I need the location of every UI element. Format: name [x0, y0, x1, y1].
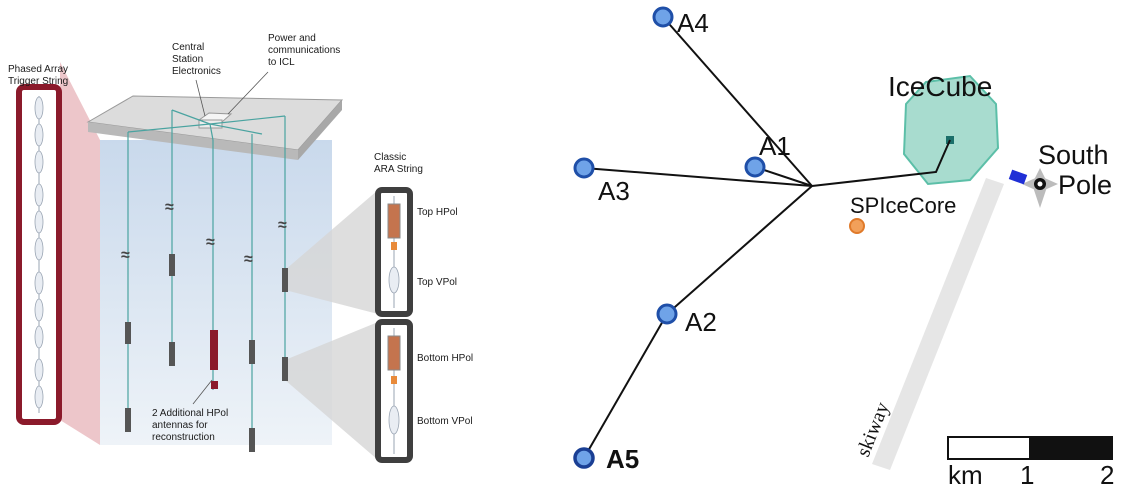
antenna	[249, 428, 255, 452]
additional-hpol-label: 2 Additional HPol antennas for reconstru…	[152, 408, 231, 443]
antenna	[249, 340, 255, 364]
station-a4[interactable]	[652, 6, 674, 28]
surface-slab-edge	[88, 122, 298, 160]
antenna	[169, 254, 175, 276]
surface-slab-side	[298, 100, 342, 160]
top-hpol-antenna	[387, 203, 401, 239]
antenna	[125, 322, 131, 344]
string-cables	[127, 110, 286, 452]
bottom-vpol-antenna	[388, 405, 400, 435]
station-a5[interactable]	[573, 447, 595, 469]
ice-volume	[100, 140, 332, 445]
south-pole-label: South Pole	[1038, 140, 1116, 200]
top-hpol-label: Top HPol	[417, 207, 458, 218]
antenna	[125, 408, 131, 432]
phased-array-string	[16, 84, 62, 425]
bottom-hpol-label: Bottom HPol	[417, 353, 473, 364]
scale-bar: km 1 2	[947, 436, 1114, 490]
antenna	[169, 342, 175, 366]
station-a1-label: A1	[759, 131, 791, 161]
stations	[573, 6, 766, 469]
scale-tick-1: 1	[1020, 460, 1034, 489]
break-symbol: ≈	[244, 251, 253, 268]
antenna	[282, 357, 288, 381]
scale-tick-2: 2	[1100, 460, 1114, 489]
additional-hpol-antenna	[211, 381, 218, 389]
scale-unit: km	[948, 460, 983, 489]
central-station-label: Central Station Electronics	[172, 42, 221, 77]
surface-cables	[127, 109, 286, 141]
station-a3-label: A3	[598, 176, 630, 206]
break-symbol: ≈	[278, 217, 287, 234]
classic-ara-string	[375, 187, 413, 463]
break-symbol: ≈	[121, 247, 130, 264]
top-vpol-label: Top VPol	[417, 277, 457, 288]
bottom-string-projection	[285, 322, 378, 460]
phased-array-projection	[60, 62, 100, 445]
power-label: Power and communications to ICL	[268, 33, 343, 68]
phased-array-antennas	[210, 330, 218, 370]
station-a1[interactable]	[744, 156, 766, 178]
break-symbol: ≈	[206, 234, 215, 251]
spicecore-label: SPIceCore	[850, 193, 956, 218]
spicecore-site	[849, 218, 865, 234]
antennas	[125, 254, 288, 452]
station-a5-label: A5	[606, 444, 639, 474]
antenna	[282, 268, 288, 292]
phased-array-label: Phased Array Trigger String	[8, 64, 71, 87]
icecube-label: IceCube	[888, 71, 992, 102]
break-symbol: ≈	[165, 199, 174, 216]
bottom-vpol-label: Bottom VPol	[417, 416, 473, 427]
station-a2-label: A2	[685, 307, 717, 337]
icecube-array	[902, 74, 1000, 186]
top-string-projection	[285, 190, 378, 314]
station-cables	[583, 16, 951, 459]
bottom-hpol-antenna	[387, 335, 401, 371]
station-map: skiway	[573, 6, 1116, 490]
station-a2[interactable]	[656, 303, 678, 325]
classic-string-label: Classic ARA String	[374, 152, 423, 175]
station-a3[interactable]	[573, 157, 595, 179]
ara-station-diagram: ≈ ≈ ≈ ≈ ≈	[8, 33, 473, 463]
top-vpol-antenna	[388, 266, 400, 294]
ara-station-building	[1008, 169, 1028, 185]
south-pole-marker	[1008, 168, 1058, 208]
station-a4-label: A4	[677, 8, 709, 38]
skiway	[872, 178, 1004, 470]
